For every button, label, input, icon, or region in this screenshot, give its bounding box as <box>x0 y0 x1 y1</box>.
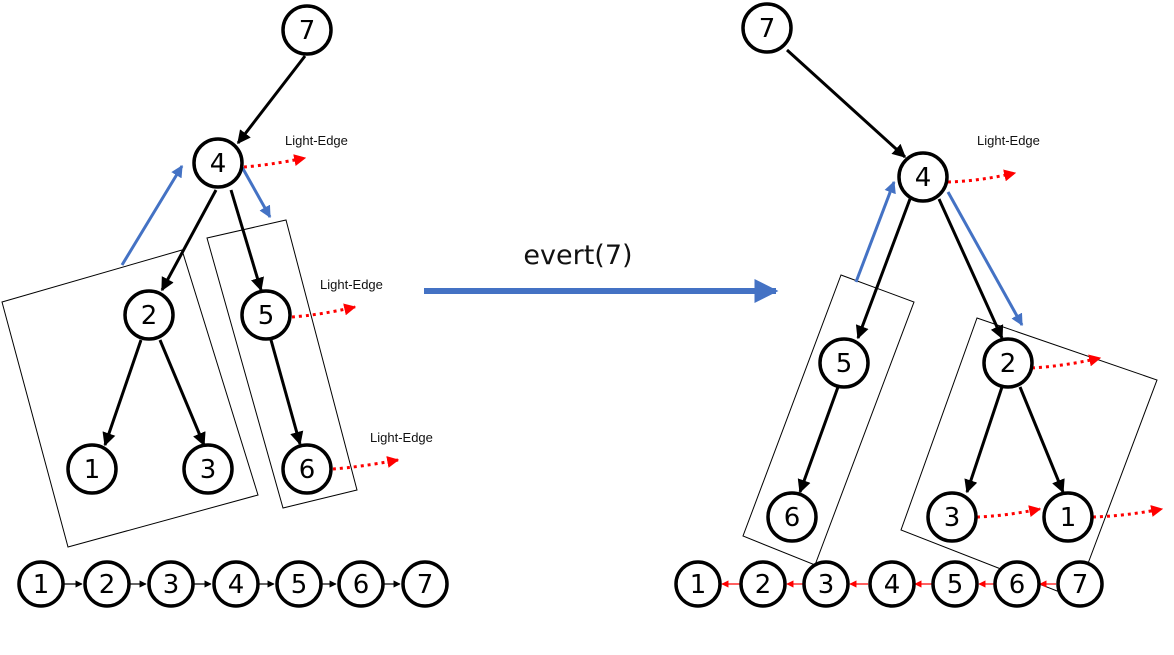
left-seq-node-6: 6 <box>337 560 385 608</box>
svg-text:6: 6 <box>784 503 801 533</box>
left-light-edge-label-4: Light-Edge <box>285 133 348 148</box>
right-seq-node-4: 4 <box>868 560 916 608</box>
left-light-edge-6 <box>332 456 400 471</box>
right-edge-2-1 <box>1018 386 1065 494</box>
left-light-edge-4 <box>243 154 307 169</box>
svg-text:5: 5 <box>258 301 275 331</box>
left-path-arrow-down <box>240 166 272 219</box>
svg-text:2: 2 <box>755 570 772 600</box>
left-edge-4-5 <box>229 189 264 292</box>
left-node-3: 3 <box>182 443 234 495</box>
right-edge-7-4 <box>785 48 907 159</box>
right-light-edge-label-4: Light-Edge <box>977 133 1040 148</box>
right-path-arrow-down <box>946 191 1024 327</box>
left-sequence: 1 2 3 4 5 6 7 <box>17 560 449 608</box>
right-seq-node-1: 1 <box>674 560 722 608</box>
left-edge-2-3 <box>158 339 206 447</box>
right-light-edge-3 <box>976 505 1042 519</box>
right-seq-node-6: 6 <box>993 560 1041 608</box>
operation-label: evert(7) <box>523 240 632 271</box>
evert-operation: evert(7) <box>424 240 779 303</box>
right-edge-5-6 <box>797 386 840 494</box>
svg-text:2: 2 <box>1000 349 1017 379</box>
svg-text:3: 3 <box>818 570 835 600</box>
left-edge-2-1 <box>102 339 143 447</box>
left-edge-5-6 <box>269 339 304 446</box>
left-seq-node-4: 4 <box>212 560 260 608</box>
svg-text:4: 4 <box>884 570 901 600</box>
svg-text:7: 7 <box>299 16 316 46</box>
svg-text:2: 2 <box>141 301 158 331</box>
right-sequence: 1 2 3 4 5 6 7 <box>674 560 1104 608</box>
right-path-arrow-up <box>854 180 896 283</box>
left-node-1: 1 <box>66 443 118 495</box>
right-light-edge-4 <box>947 169 1017 184</box>
left-seq-node-3: 3 <box>147 560 195 608</box>
svg-text:3: 3 <box>944 503 961 533</box>
svg-text:6: 6 <box>1009 570 1026 600</box>
left-light-edge-label-6: Light-Edge <box>370 430 433 445</box>
svg-text:7: 7 <box>417 570 434 600</box>
left-node-6: 6 <box>281 443 333 495</box>
left-edge-4-2 <box>160 189 218 292</box>
left-seq-node-7: 7 <box>401 560 449 608</box>
left-node-4: 4 <box>192 137 244 189</box>
left-seq-node-2: 2 <box>83 560 131 608</box>
svg-text:5: 5 <box>836 349 853 379</box>
left-node-7: 7 <box>281 4 333 56</box>
svg-text:4: 4 <box>210 149 227 179</box>
right-node-6: 6 <box>766 491 818 543</box>
right-node-1: 1 <box>1042 491 1094 543</box>
right-edge-4-2 <box>937 198 1004 340</box>
svg-text:7: 7 <box>1072 570 1089 600</box>
svg-text:7: 7 <box>759 14 776 44</box>
left-tree: Light-Edge Light-Edge Light-Edge 7 4 2 5… <box>1 4 433 548</box>
svg-text:5: 5 <box>291 570 308 600</box>
right-node-4: 4 <box>897 151 949 203</box>
right-light-edge-2 <box>1031 354 1102 370</box>
svg-text:1: 1 <box>84 455 101 485</box>
left-edge-7-4 <box>236 55 307 145</box>
left-light-edge-label-5: Light-Edge <box>320 277 383 292</box>
left-path-arrow-up <box>120 164 184 266</box>
svg-text:3: 3 <box>163 570 180 600</box>
svg-text:1: 1 <box>690 570 707 600</box>
right-edge-4-5 <box>855 198 912 340</box>
right-seq-node-2: 2 <box>739 560 787 608</box>
right-seq-node-3: 3 <box>802 560 850 608</box>
left-seq-node-1: 1 <box>17 560 65 608</box>
left-node-5: 5 <box>240 289 292 341</box>
right-light-edge-1 <box>1092 505 1164 519</box>
svg-text:1: 1 <box>33 570 50 600</box>
svg-text:4: 4 <box>915 163 932 193</box>
right-seq-node-7: 7 <box>1056 560 1104 608</box>
right-tree: Light-Edge 7 4 5 2 6 3 1 <box>741 2 1164 599</box>
svg-text:2: 2 <box>99 570 116 600</box>
right-node-3: 3 <box>926 491 978 543</box>
right-edge-2-3 <box>964 386 1004 494</box>
left-heavy-path-box-5-6 <box>206 219 358 509</box>
svg-text:6: 6 <box>299 455 316 485</box>
svg-text:5: 5 <box>947 570 964 600</box>
left-node-2: 2 <box>123 289 175 341</box>
svg-text:1: 1 <box>1060 503 1077 533</box>
right-seq-node-5: 5 <box>931 560 979 608</box>
right-node-7: 7 <box>741 2 793 54</box>
left-seq-node-5: 5 <box>275 560 323 608</box>
svg-text:3: 3 <box>200 455 217 485</box>
left-heavy-path-box-2-1-3 <box>1 249 259 548</box>
right-node-5: 5 <box>818 337 870 389</box>
svg-text:6: 6 <box>353 570 370 600</box>
left-light-edge-5 <box>291 303 357 319</box>
svg-text:4: 4 <box>228 570 245 600</box>
right-node-2: 2 <box>982 337 1034 389</box>
